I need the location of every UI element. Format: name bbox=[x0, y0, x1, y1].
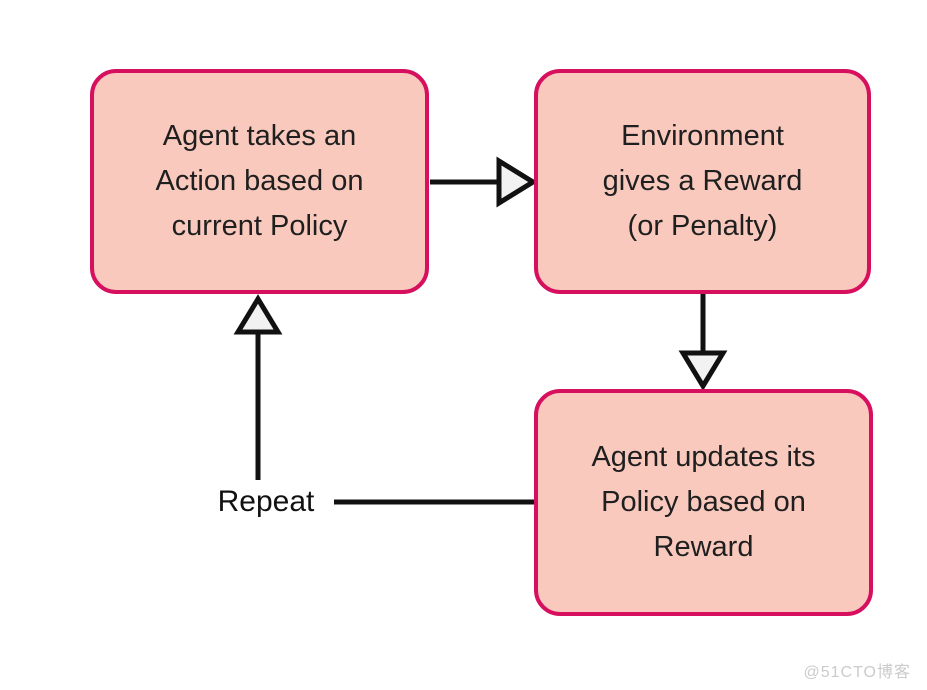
node-environment-reward: Environment gives a Reward (or Penalty) bbox=[534, 69, 871, 294]
arrow-repeat-to-action-head-icon bbox=[233, 294, 283, 335]
watermark: @51CTO博客 bbox=[803, 664, 911, 681]
arrow-environment-to-update-head-icon bbox=[678, 350, 728, 391]
node-agent-update-label: Agent updates its Policy based on Reward bbox=[591, 441, 816, 563]
node-agent-action-label: Agent takes an Action based on current P… bbox=[155, 120, 364, 242]
repeat-label: Repeat bbox=[217, 485, 315, 518]
node-agent-update: Agent updates its Policy based on Reward bbox=[534, 389, 873, 616]
arrow-action-to-environment-head-icon bbox=[496, 156, 538, 208]
node-environment-reward-label: Environment gives a Reward (or Penalty) bbox=[602, 120, 803, 242]
node-agent-action: Agent takes an Action based on current P… bbox=[90, 69, 429, 294]
